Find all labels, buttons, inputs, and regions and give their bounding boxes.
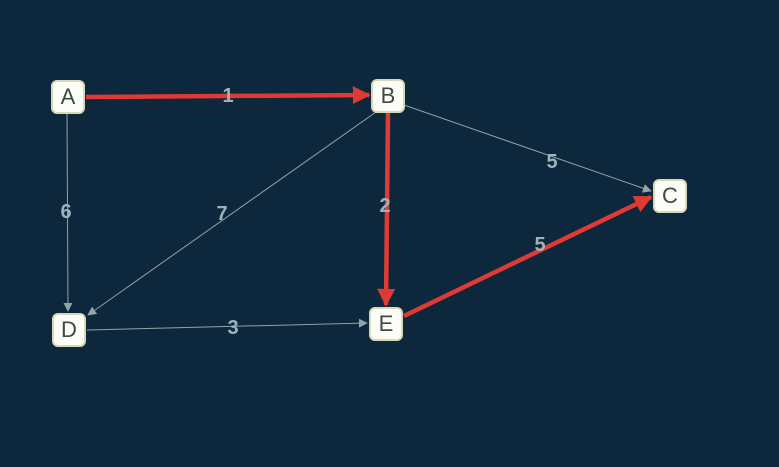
edge-a-d-weight: 6 — [60, 201, 71, 223]
node-a-label: A — [60, 84, 76, 109]
node-e[interactable]: E — [369, 307, 403, 341]
edge-b-d — [87, 111, 377, 316]
edge-a-b — [85, 86, 371, 105]
edge-b-c — [403, 104, 652, 193]
edge-b-c-weight: 5 — [546, 151, 557, 173]
node-a[interactable]: A — [51, 80, 85, 114]
edge-d-e-weight: 3 — [227, 317, 238, 339]
node-e-label: E — [378, 311, 394, 336]
edge-a-d — [63, 113, 73, 312]
edge-d-e — [86, 318, 368, 331]
node-c-label: C — [662, 183, 678, 208]
node-b-label: B — [380, 83, 396, 108]
node-c[interactable]: C — [653, 179, 687, 213]
edge-b-d-weight: 7 — [216, 203, 227, 225]
edge-e-c — [403, 194, 653, 319]
node-d[interactable]: D — [52, 313, 86, 347]
node-b[interactable]: B — [371, 79, 405, 113]
edge-b-e-weight: 2 — [379, 195, 390, 217]
edge-b-e — [377, 112, 396, 307]
edge-e-c-weight: 5 — [534, 234, 545, 256]
node-d-label: D — [61, 317, 77, 342]
edge-a-b-weight: 1 — [222, 85, 233, 107]
